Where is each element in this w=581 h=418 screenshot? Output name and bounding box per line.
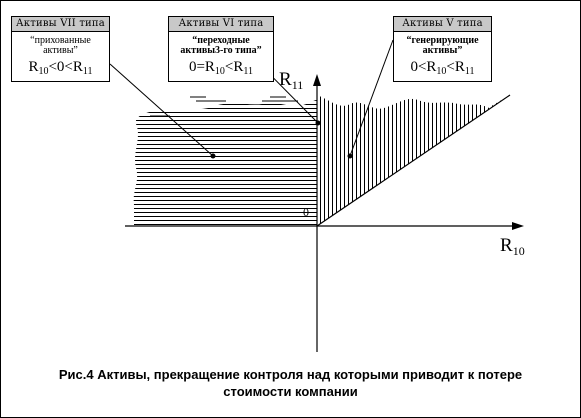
pointer-type5 bbox=[349, 39, 394, 157]
box-type6-formula: 0=R10<R11 bbox=[188, 59, 254, 77]
box-type6-subtitle: “переходные активы3-го типа” bbox=[180, 35, 262, 56]
box-type7: Активы VII типа “прихованные активы” R10… bbox=[11, 16, 110, 82]
box-type6: Активы VI типа “переходные активы3-го ти… bbox=[168, 16, 274, 82]
box-type5-subtitle: “генерирующие активы” bbox=[406, 35, 479, 56]
box-type7-subtitle: “прихованные активы” bbox=[30, 35, 91, 56]
figure-caption: Рис.4 Активы, прекращение контроля над к… bbox=[0, 366, 581, 400]
origin-label: 0 bbox=[303, 205, 309, 219]
x-axis-label: R10 bbox=[500, 235, 525, 258]
caption-line-1: Рис.4 Активы, прекращение контроля над к… bbox=[58, 367, 523, 382]
box-type7-header: Активы VII типа bbox=[12, 17, 109, 32]
region-type7-hatch bbox=[133, 100, 317, 226]
box-type5-formula: 0<R10<R11 bbox=[410, 59, 475, 77]
pointer-type7-dot bbox=[210, 153, 216, 159]
pointer-type6-dot bbox=[315, 120, 321, 126]
box-type5-header: Активы V типа bbox=[394, 17, 491, 32]
box-type6-header: Активы VI типа bbox=[169, 17, 273, 32]
pointer-type7 bbox=[109, 63, 214, 157]
pointer-type5-dot bbox=[347, 153, 353, 159]
x-axis-arrow bbox=[512, 222, 524, 230]
box-type7-formula: R10<0<R11 bbox=[28, 59, 93, 77]
diagonal-line bbox=[316, 94, 511, 227]
y-axis-label: R11 bbox=[279, 69, 304, 92]
region-type7-wave-strokes bbox=[150, 96, 298, 117]
y-axis-arrow bbox=[313, 74, 321, 86]
caption-line-2: стоимости компании bbox=[223, 384, 358, 399]
box-type5: Активы V типа “генерирующие активы” 0<R1… bbox=[393, 16, 492, 82]
